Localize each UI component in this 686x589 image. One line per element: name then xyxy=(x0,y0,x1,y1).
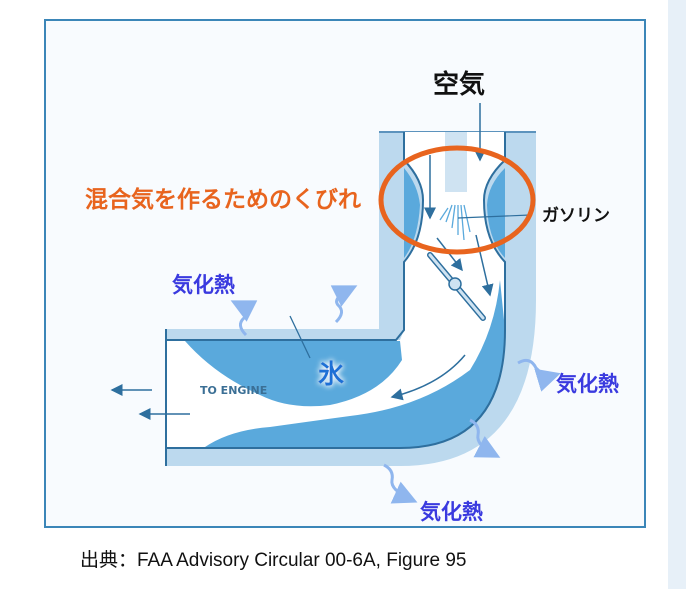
ice-label: 氷 xyxy=(318,360,345,390)
heat-arrows xyxy=(230,285,561,504)
gasoline-label: ガソリン xyxy=(542,206,610,226)
source-caption: 出典：FAA Advisory Circular 00-6A, Figure 9… xyxy=(80,549,466,571)
venturi-highlight-circle xyxy=(378,145,536,255)
heat-label-upper-left: 気化熱 xyxy=(172,273,235,297)
fuel-nozzle xyxy=(445,132,467,192)
venturi-label: 混合気を作るためのくびれ xyxy=(85,186,361,213)
to-engine-label: TO ENGINE xyxy=(200,384,267,397)
page-edge xyxy=(668,0,686,589)
heat-label-right: 気化熱 xyxy=(556,372,619,396)
inner-wall-left xyxy=(166,132,425,341)
gasoline-leader xyxy=(457,214,531,219)
ice-deposit-upper xyxy=(185,341,402,407)
heat-label-bottom: 気化熱 xyxy=(420,500,483,524)
air-label: 空気 xyxy=(433,69,485,100)
ice-deposit-lower xyxy=(205,280,505,448)
throttle-shaft xyxy=(448,277,462,291)
inner-wall-right xyxy=(166,132,506,449)
ice-leader xyxy=(289,315,311,359)
gasoline-spray xyxy=(439,204,471,241)
